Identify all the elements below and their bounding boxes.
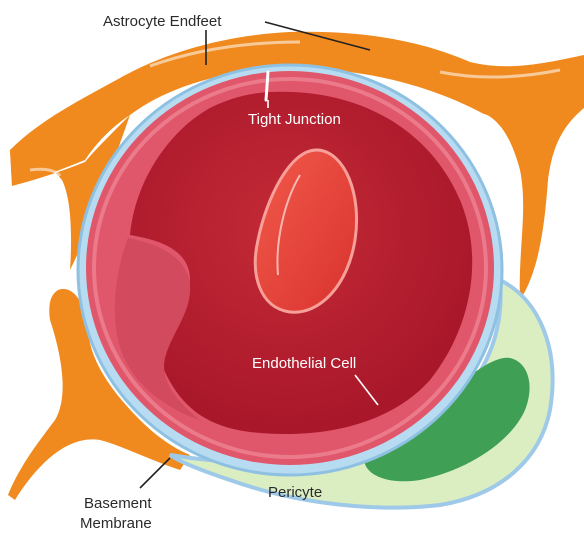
label-pericyte: Pericyte <box>268 484 322 501</box>
label-endothelial-cell: Endothelial Cell <box>252 355 356 372</box>
basement-leader <box>140 458 170 488</box>
label-astrocyte-endfeet: Astrocyte Endfeet <box>103 13 222 30</box>
label-basement-line2: Membrane <box>80 515 152 532</box>
tight-junction-mark <box>266 72 268 100</box>
label-basement-line1: Basement <box>84 495 152 512</box>
label-tight-junction: Tight Junction <box>248 111 341 128</box>
